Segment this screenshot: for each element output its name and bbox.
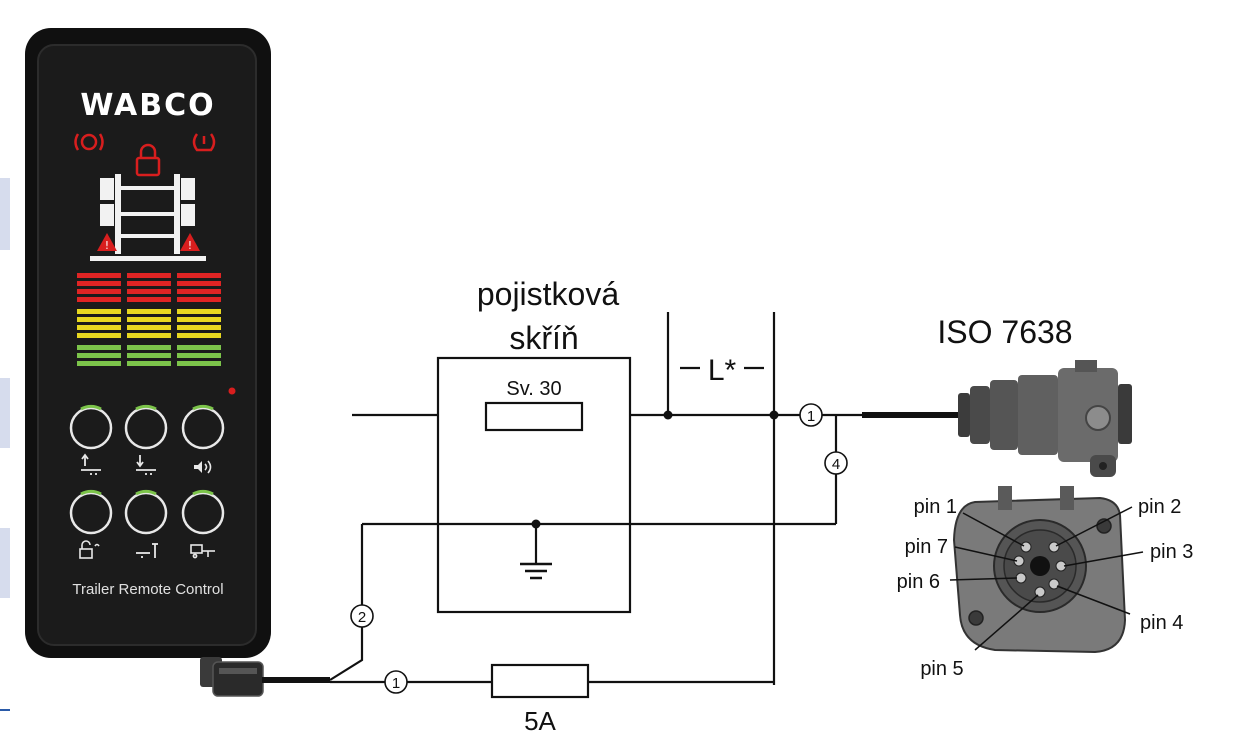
tire-pressure-icon: [192, 133, 216, 152]
connector-title: ISO 7638: [937, 314, 1072, 350]
svg-text:!: !: [105, 239, 109, 252]
fuse-box-title-line1: pojistková: [477, 276, 620, 312]
pin6-leader: [949, 577, 1018, 581]
svg-text:!: !: [188, 239, 192, 252]
pin4-leader: [1056, 585, 1131, 615]
sound-button[interactable]: [181, 404, 225, 450]
iso-7638-socket-front-view: [952, 486, 1127, 654]
junction-l-right: [769, 410, 779, 420]
raise-icon: [81, 453, 101, 475]
wire-marker-2-label: 2: [358, 609, 366, 626]
pin5-label: pin 5: [920, 658, 963, 680]
lower-icon: [136, 455, 156, 475]
lock-icon: [135, 143, 161, 177]
pin4-label: pin 4: [1140, 612, 1183, 634]
junction-l-left: [663, 410, 673, 420]
wire-2: [329, 524, 364, 681]
wire-marker-2: [350, 604, 374, 628]
pin2-leader: [1055, 506, 1133, 547]
brand-logo: WABCO: [80, 88, 215, 123]
status-led: [228, 387, 236, 395]
lock-button[interactable]: [69, 489, 113, 535]
wire-marker-4-label: 4: [832, 456, 840, 473]
level-bar-column-middle: [127, 273, 171, 366]
fuse-box-outline: [436, 356, 632, 614]
axle-lift-button[interactable]: [124, 489, 168, 535]
right-warning-triangle-icon: !: [180, 233, 200, 252]
side-tab: [0, 528, 10, 598]
axle-diagram-icon: [90, 174, 206, 261]
pin1-leader: [962, 512, 1025, 547]
trailer-button[interactable]: [181, 489, 225, 535]
pin3-leader: [1063, 551, 1144, 567]
pin5-leader: [974, 594, 1039, 651]
pin1-label: pin 1: [914, 496, 957, 518]
length-marker-label: L*: [708, 354, 737, 387]
ground-symbol-icon: [520, 562, 552, 580]
wire-marker-4: [824, 451, 848, 475]
lower-button[interactable]: [124, 404, 168, 450]
wire-marker-1-top-label: 1: [807, 408, 815, 425]
lock-small-icon: [79, 540, 100, 559]
sound-icon: [194, 460, 212, 474]
remote-cable-plug: [200, 657, 264, 697]
level-bar-column-left: [77, 273, 121, 366]
level-bar-column-right: [177, 273, 221, 366]
brake-warning-icon: [74, 133, 104, 151]
trailer-remote-control: WABCO !: [25, 28, 271, 658]
fuse-5a: [490, 663, 590, 699]
trailer-icon: [190, 544, 215, 559]
pin7-label: pin 7: [905, 536, 948, 558]
wire-marker-1-top: [799, 403, 823, 427]
fuse-5a-label: 5A: [524, 706, 556, 732]
left-warning-triangle-icon: !: [97, 233, 117, 252]
pin2-label: pin 2: [1138, 496, 1181, 518]
fuse-sv30: [484, 401, 584, 432]
iso-7638-plug-side-view: [958, 360, 1132, 477]
fuse-sv30-label: Sv. 30: [506, 378, 561, 400]
wire-marker-1-bottom-label: 1: [392, 675, 400, 692]
raise-button[interactable]: [69, 404, 113, 450]
remote-footer-label: Trailer Remote Control: [72, 581, 223, 598]
pin6-label: pin 6: [897, 571, 940, 593]
fuse-box-title-line2: skříň: [509, 320, 578, 356]
pin7-leader: [954, 546, 1018, 562]
side-tab: [0, 178, 10, 250]
axle-lift-icon: [136, 543, 158, 558]
wire-marker-1-bottom: [384, 670, 408, 694]
pin3-label: pin 3: [1150, 541, 1193, 563]
side-tab: [0, 378, 10, 448]
